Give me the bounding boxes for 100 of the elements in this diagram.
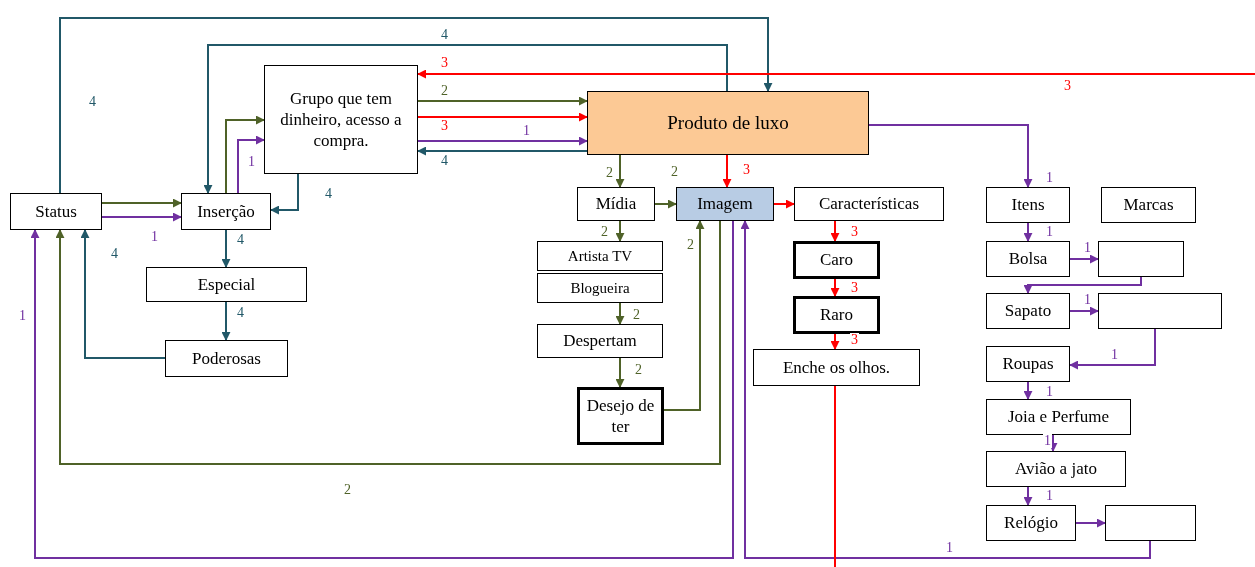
process-box: Grupo que tem dinheiro, acesso a compra. xyxy=(264,65,418,174)
edge-label: 1 xyxy=(1110,348,1119,362)
process-box: Despertam xyxy=(537,324,663,358)
empty-box xyxy=(1098,293,1222,329)
edge-label: 3 xyxy=(440,119,449,133)
connector-arrow xyxy=(830,278,840,297)
process-box: Avião a jato xyxy=(986,451,1126,487)
connector-arrow xyxy=(55,220,721,465)
connector-arrow xyxy=(270,173,299,215)
edge-label: 1 xyxy=(1083,241,1092,255)
edge-label: 1 xyxy=(1045,225,1054,239)
edge-label: 4 xyxy=(110,247,119,261)
connector-arrow xyxy=(101,212,182,222)
connector-arrow xyxy=(830,220,840,242)
edge-label: 1 xyxy=(1043,434,1052,448)
process-box: Mídia xyxy=(577,187,655,221)
connector-arrow xyxy=(221,301,231,341)
edge-label: 1 xyxy=(1045,171,1054,185)
connector-arrow xyxy=(417,69,1255,79)
empty-box xyxy=(1105,505,1196,541)
edge-label: 2 xyxy=(343,483,352,497)
process-box: Especial xyxy=(146,267,307,302)
process-box: Joia e Perfume xyxy=(986,399,1131,435)
connector-arrow xyxy=(237,135,265,194)
process-box: Itens xyxy=(986,187,1070,223)
edge-label: 1 xyxy=(1045,385,1054,399)
process-box: Status xyxy=(10,193,102,230)
connector-arrow xyxy=(1023,222,1033,242)
connector-arrow xyxy=(1069,306,1099,316)
connector-arrow xyxy=(654,199,677,209)
connector-arrow xyxy=(221,229,231,268)
process-box: Inserção xyxy=(181,193,271,230)
process-box: Desejo de ter xyxy=(577,387,664,445)
connector-arrow xyxy=(722,154,732,188)
connector-arrow xyxy=(615,154,625,188)
connector-arrow xyxy=(1048,434,1058,452)
edge-label: 4 xyxy=(324,187,333,201)
process-box: Bolsa xyxy=(986,241,1070,277)
edge-label: 1 xyxy=(522,124,531,138)
edge-label: 1 xyxy=(1083,293,1092,307)
edge-label: 2 xyxy=(632,308,641,322)
connector-arrow xyxy=(1069,328,1156,370)
connector-arrow xyxy=(203,44,728,194)
connector-arrow xyxy=(1075,518,1106,528)
process-box: Blogueira xyxy=(537,273,663,303)
connector-arrow xyxy=(1023,486,1033,506)
edge-label: 4 xyxy=(88,95,97,109)
edge-label: 2 xyxy=(634,363,643,377)
edge-label: 3 xyxy=(850,281,859,295)
edge-label: 3 xyxy=(850,225,859,239)
process-box: Produto de luxo xyxy=(587,91,869,155)
edge-label: 4 xyxy=(440,28,449,42)
process-box: Enche os olhos. xyxy=(753,349,920,386)
connector-arrow xyxy=(615,357,625,388)
edge-label: 2 xyxy=(670,165,679,179)
connector-arrow xyxy=(1069,254,1099,264)
connector-arrow xyxy=(417,136,588,146)
connector-arrow xyxy=(868,124,1033,188)
connector-arrow xyxy=(830,333,840,350)
edge-label: 1 xyxy=(150,230,159,244)
edge-label: 4 xyxy=(440,154,449,168)
connector-arrow xyxy=(80,229,166,359)
process-box: Raro xyxy=(793,296,880,334)
connector-arrow xyxy=(1023,381,1033,400)
number-label: 3 xyxy=(1063,79,1072,93)
process-box: Marcas xyxy=(1101,187,1196,223)
connector-arrow xyxy=(225,115,265,194)
edge-label: 1 xyxy=(1045,489,1054,503)
process-box: Artista TV xyxy=(537,241,663,271)
process-box: Caro xyxy=(793,241,880,279)
connector-arrow xyxy=(663,220,705,411)
edge-label: 1 xyxy=(18,309,27,323)
connector-arrow xyxy=(101,198,182,208)
edge-label: 3 xyxy=(742,163,751,177)
connector-arrow xyxy=(417,96,588,106)
edge-label: 2 xyxy=(600,225,609,239)
edge-label: 1 xyxy=(945,541,954,555)
edge-label: 2 xyxy=(686,238,695,252)
connector-arrow xyxy=(59,17,773,194)
edge-label: 3 xyxy=(440,56,449,70)
edge-label: 4 xyxy=(236,306,245,320)
process-box: Roupas xyxy=(986,346,1070,382)
edge-label: 2 xyxy=(605,166,614,180)
edge-label: 2 xyxy=(440,84,449,98)
process-box: Poderosas xyxy=(165,340,288,377)
process-box: Imagem xyxy=(676,187,774,221)
process-box: Características xyxy=(794,187,944,221)
connector-arrow xyxy=(615,302,625,325)
edge-label: 1 xyxy=(247,155,256,169)
edge-label: 3 xyxy=(850,333,859,347)
edge-label: 4 xyxy=(236,233,245,247)
connector-arrow xyxy=(615,220,625,242)
process-box: Relógio xyxy=(986,505,1076,541)
connector-arrow xyxy=(773,199,795,209)
connector-arrow xyxy=(417,146,588,156)
connector-arrow xyxy=(740,220,1151,559)
connector-arrow xyxy=(417,112,588,122)
process-box: Sapato xyxy=(986,293,1070,329)
connector-arrow xyxy=(1023,276,1142,294)
empty-box xyxy=(1098,241,1184,277)
